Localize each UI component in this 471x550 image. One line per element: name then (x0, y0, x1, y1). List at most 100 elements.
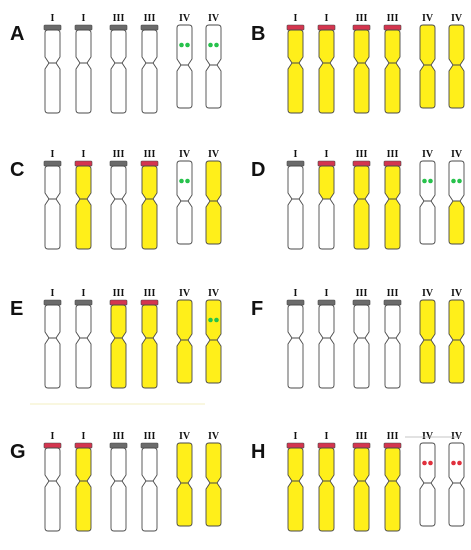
chromosome-III: III (352, 288, 371, 389)
lower-arm (448, 200, 465, 245)
centromere-band (74, 160, 93, 167)
green-signal-spot (185, 178, 190, 184)
panel-letter: E (10, 298, 23, 320)
centromere-band (352, 299, 371, 306)
chromosome-IV: IV (176, 288, 193, 384)
chromosome-label: I (325, 431, 329, 442)
centromere-band (317, 24, 336, 31)
chromosome-label: IV (451, 431, 463, 442)
upper-arm (419, 442, 436, 484)
lower-arm (287, 62, 304, 114)
panel-letter: B (251, 23, 265, 45)
centromere-band (43, 299, 62, 306)
upper-arm (384, 165, 401, 200)
chromosome-I: I (74, 149, 93, 250)
lower-arm (287, 480, 304, 532)
upper-arm (318, 447, 335, 482)
lower-arm (110, 480, 127, 532)
lower-arm (44, 198, 61, 250)
upper-arm (176, 160, 193, 202)
chromosome-III: III (383, 13, 402, 114)
red-signal-spot (428, 460, 433, 466)
centromere-band (383, 160, 402, 167)
chromosome-label: IV (179, 288, 191, 299)
chromosome-label: IV (208, 13, 220, 24)
lower-arm (176, 339, 193, 384)
centromere-band (286, 160, 305, 167)
chromosome-IV: IV (448, 13, 465, 109)
lower-arm (176, 64, 193, 109)
centromere-band (140, 160, 159, 167)
upper-arm (176, 299, 193, 341)
lower-arm (176, 482, 193, 527)
lower-arm (419, 64, 436, 109)
upper-arm (419, 160, 436, 202)
chromosome-label: III (144, 149, 156, 160)
lower-arm (141, 198, 158, 250)
lower-arm (141, 62, 158, 114)
chromosome-IV: IV (205, 13, 222, 109)
lower-arm (419, 200, 436, 245)
panel-letter: F (251, 298, 263, 320)
chromosome-label: IV (208, 149, 220, 160)
upper-arm (287, 165, 304, 200)
chromosome-I: I (43, 13, 62, 114)
red-signal-spot (422, 460, 427, 466)
chromosome-IV: IV (419, 149, 436, 245)
chromosome-label: IV (179, 149, 191, 160)
lower-arm (318, 480, 335, 532)
upper-arm (141, 304, 158, 339)
chromosome-label: III (144, 13, 156, 24)
chromosome-IV: IV (205, 288, 222, 384)
chromosome-III: III (352, 149, 371, 250)
upper-arm (75, 165, 92, 200)
centromere-band (317, 299, 336, 306)
chromosome-III: III (109, 149, 128, 250)
lower-arm (287, 337, 304, 389)
upper-arm (448, 442, 465, 484)
centromere-band (140, 442, 159, 449)
upper-arm (287, 304, 304, 339)
chromosome-label: III (113, 149, 125, 160)
chromosome-IV: IV (176, 149, 193, 245)
green-signal-spot (179, 42, 184, 48)
chromosome-I: I (286, 13, 305, 114)
chromosome-IV: IV (176, 431, 193, 527)
lower-arm (448, 482, 465, 527)
chromosome-label: I (294, 288, 298, 299)
upper-arm (75, 304, 92, 339)
chromosome-label: I (51, 149, 55, 160)
chromosome-label: IV (422, 431, 434, 442)
upper-arm (353, 447, 370, 482)
chromosome-label: I (51, 431, 55, 442)
lower-arm (384, 198, 401, 250)
chromosome-I: I (317, 288, 336, 389)
upper-arm (384, 29, 401, 64)
chromosome-III: III (109, 288, 128, 389)
panel-letter: H (251, 441, 265, 463)
chromosome-IV: IV (448, 149, 465, 245)
chromosome-IV: IV (419, 13, 436, 109)
chromosome-label: I (82, 13, 86, 24)
chromosome-label: IV (179, 13, 191, 24)
upper-arm (448, 299, 465, 341)
chromosome-IV: IV (205, 149, 222, 245)
chromosome-label: III (387, 288, 399, 299)
green-signal-spot (451, 178, 456, 184)
upper-arm (176, 442, 193, 484)
chromosome-label: I (51, 13, 55, 24)
lower-arm (384, 62, 401, 114)
centromere-band (109, 299, 128, 306)
chromosome-label: III (356, 13, 368, 24)
panel-letter: D (251, 159, 265, 181)
lower-arm (318, 62, 335, 114)
upper-arm (44, 165, 61, 200)
upper-arm (110, 29, 127, 64)
chromosome-label: I (51, 288, 55, 299)
chromosome-label: III (356, 431, 368, 442)
